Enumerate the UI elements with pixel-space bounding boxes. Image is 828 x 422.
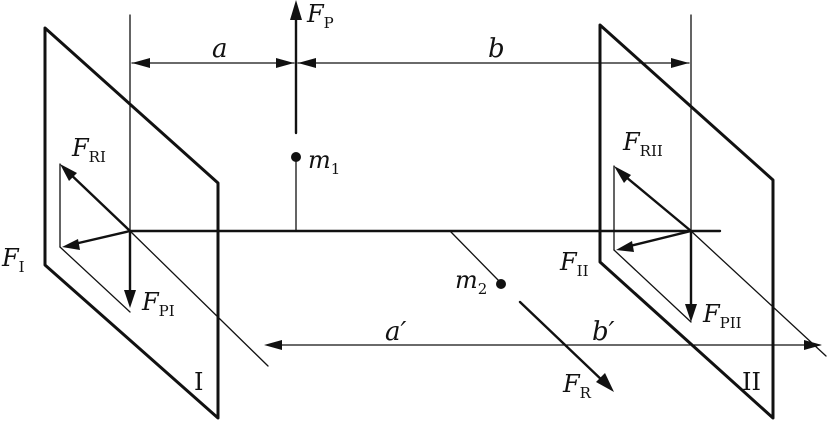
label-plane-II: II — [742, 368, 761, 396]
force-FRI-shaft — [64, 168, 132, 233]
label-FPI: FPI — [141, 288, 175, 320]
force-FII-arrow — [616, 241, 634, 252]
mass-m1-dot — [291, 152, 301, 162]
force-FPI-arrow — [124, 290, 136, 308]
label-dim-b-prime: b′ — [592, 317, 615, 347]
label-dim-a: a — [212, 34, 228, 64]
force-FRII-shaft — [618, 170, 693, 233]
force-FI-shaft — [68, 229, 132, 247]
mass-m2-dot — [496, 279, 506, 289]
plane-I — [43, 26, 220, 420]
force-FR-shaft — [518, 300, 607, 385]
dim-a-prime-arrow-left — [264, 340, 282, 350]
plane-II — [598, 23, 775, 420]
diag-ref-m2 — [449, 230, 501, 283]
dim-b-arrow-right — [671, 58, 689, 68]
dim-a-arrow-left — [132, 58, 150, 68]
triangle-I-diagonal — [59, 246, 131, 313]
dim-b-arrow-left — [298, 58, 316, 68]
label-FII: FII — [559, 248, 589, 280]
diag-ref-plane-II — [690, 230, 827, 357]
label-FI: FI — [1, 244, 25, 276]
label-m2: m2 — [455, 266, 487, 298]
label-plane-I: I — [194, 368, 203, 396]
force-FP-arrow — [290, 0, 302, 20]
force-FRI-arrow — [60, 164, 77, 181]
triangle-II-diagonal — [613, 249, 692, 323]
label-FPII: FPII — [702, 300, 742, 332]
force-FII-shaft — [624, 229, 693, 249]
label-m1: m1 — [308, 146, 340, 178]
force-FI-arrow — [62, 239, 80, 250]
dim-a-arrow-right — [276, 58, 294, 68]
label-FRI: FRI — [71, 134, 106, 166]
force-FR-arrow — [596, 373, 614, 392]
label-FR: FR — [562, 370, 592, 402]
force-FRII-arrow — [614, 166, 631, 183]
label-FRII: FRII — [622, 128, 663, 160]
diag-ref-plane-I — [129, 230, 269, 367]
label-dim-a-prime: a′ — [385, 317, 407, 347]
label-dim-b: b — [488, 34, 505, 64]
force-FPII-arrow — [685, 304, 697, 322]
dim-b-prime-arrow-right — [804, 340, 822, 350]
label-FP: FP — [306, 0, 334, 32]
